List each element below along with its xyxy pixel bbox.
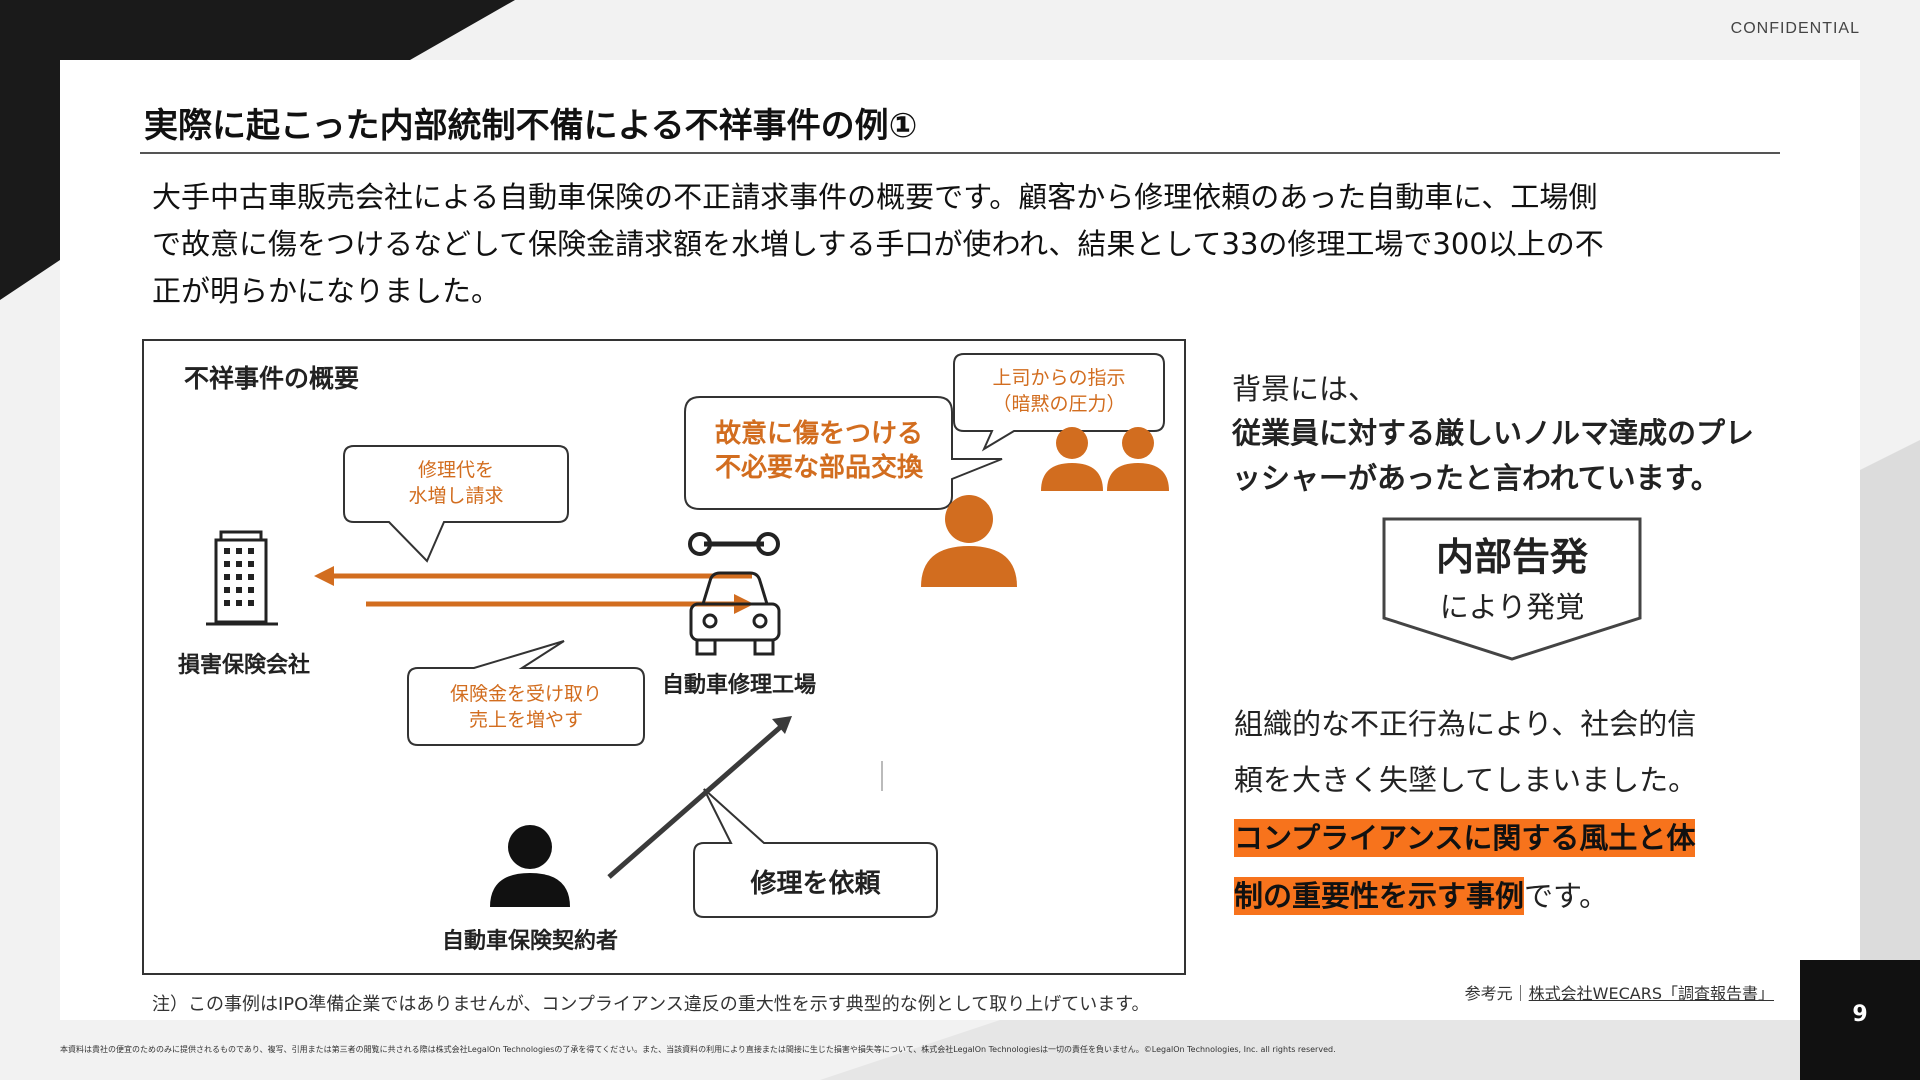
- bubble-boss-text: 上司からの指示 （暗黙の圧力）: [992, 367, 1126, 415]
- source-prefix: 参考元｜: [1464, 984, 1529, 1003]
- page-number-box: 9: [1800, 960, 1920, 1080]
- insurer-label: 損害保険会社: [177, 653, 310, 678]
- source-link[interactable]: 株式会社WECARS「調査報告書」: [1528, 984, 1774, 1003]
- bubble-revenue-text: 保険金を受け取り 売上を増やす: [449, 683, 602, 731]
- repair-shop-label: 自動車修理工場: [661, 673, 816, 698]
- intro-line: で故意に傷をつけるなどして保険金請求額を水増しする手口が使われ、結果として33の…: [152, 227, 1604, 261]
- incident-diagram: 不祥事件の概要: [142, 339, 1186, 975]
- car-icon: [689, 571, 781, 656]
- bubble-request-text: 修理を依頼: [750, 869, 881, 899]
- conclusion-tail: です。: [1524, 879, 1609, 913]
- policyholder-icon: [490, 825, 570, 907]
- intro-line: 正が明らかになりました。: [152, 274, 501, 308]
- confidential-label: CONFIDENTIAL: [1730, 20, 1860, 37]
- diagram-title: 不祥事件の概要: [184, 364, 360, 393]
- bubble-revenue-shape: [407, 640, 645, 746]
- building-icon: [206, 530, 278, 626]
- conclusion-line-1: 組織的な不正行為により、社会的信: [1234, 707, 1697, 741]
- discovery-box: [1382, 517, 1642, 661]
- page-title: 実際に起こった内部統制不備による不祥事件の例①: [144, 106, 918, 146]
- arrow-claim-to-insurer: [314, 566, 752, 586]
- title-divider: [140, 152, 1780, 154]
- bubble-misconduct-shape: [684, 396, 1003, 510]
- conclusion-line-3: コンプライアンスに関する風土と体: [1234, 810, 1696, 866]
- conclusion-line-4: 制の重要性を示す事例です。: [1234, 868, 1608, 924]
- highlight-text: 制の重要性を示す事例: [1234, 877, 1525, 915]
- diagram-graphics: [206, 353, 1169, 918]
- bubble-padding-shape: [343, 445, 569, 563]
- employee-icon: [921, 495, 1017, 587]
- bubble-padding-text: 修理代を 水増し請求: [408, 459, 504, 507]
- arrow-request-to-shop: [607, 716, 792, 879]
- disclaimer-footer: 本資料は貴社の便宜のためのみに提供されるものであり、複写、引用または第三者の閲覧…: [60, 1045, 1336, 1054]
- discovery-big-text: 内部告発: [1435, 535, 1588, 579]
- page-number: 9: [1852, 1002, 1868, 1027]
- intro-line: 大手中古車販売会社による自動車保険の不正請求事件の概要です。顧客から修理依頼のあ…: [152, 180, 1598, 214]
- policyholder-label: 自動車保険契約者: [441, 929, 618, 954]
- discovery-small-text: により発覚: [1439, 590, 1585, 624]
- conclusion-line-2: 頼を大きく失墜してしまいました。: [1234, 763, 1698, 797]
- boss-icons: [1041, 427, 1169, 491]
- bubble-misconduct-text: 故意に傷をつける 不必要な部品交換: [714, 419, 923, 483]
- background-line-1: 背景には、: [1232, 372, 1378, 406]
- bubble-request-shape: [693, 788, 938, 918]
- wrench-icon: [688, 532, 780, 556]
- bubble-boss-shape: [953, 353, 1165, 452]
- highlight-text: コンプライアンスに関する風土と体: [1234, 819, 1696, 857]
- intro-text: 大手中古車販売会社による自動車保険の不正請求事件の概要です。顧客から修理依頼のあ…: [152, 174, 1772, 315]
- background-line-3: ッシャーがあったと言われています。: [1232, 461, 1720, 495]
- source-reference: 参考元｜株式会社WECARS「調査報告書」: [1465, 980, 1774, 1004]
- footnote: 注）この事例はIPO準備企業ではありませんが、コンプライアンス違反の重大性を示す…: [152, 994, 1150, 1015]
- background-line-2: 従業員に対する厳しいノルマ達成のプレ: [1232, 416, 1755, 450]
